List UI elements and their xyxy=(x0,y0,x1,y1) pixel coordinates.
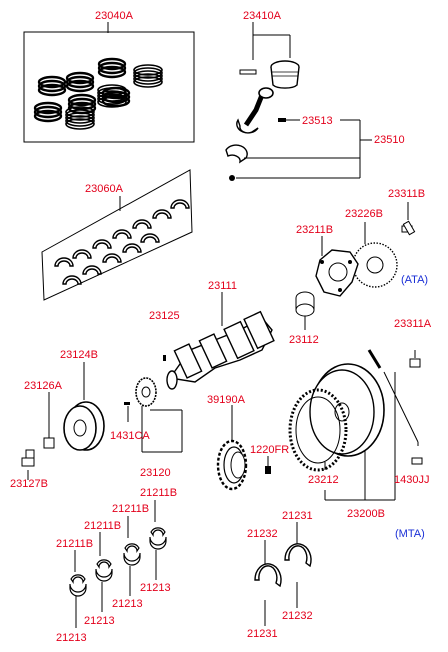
thrust-washers-group xyxy=(254,522,312,626)
callout-23200B[interactable]: 23200B xyxy=(347,508,385,520)
callout-23211B[interactable]: 23211B xyxy=(296,224,334,236)
callout-23212[interactable]: 23212 xyxy=(308,474,339,486)
callout-21211B-4[interactable]: 21211B xyxy=(140,487,178,499)
callout-23226B[interactable]: 23226B xyxy=(345,208,383,220)
thrust-bearings-group xyxy=(69,500,167,628)
callout-23112[interactable]: 23112 xyxy=(289,334,319,346)
callout-23060A[interactable]: 23060A xyxy=(85,183,123,195)
callout-23124B[interactable]: 23124B xyxy=(60,349,98,361)
callout-21213-3[interactable]: 21213 xyxy=(112,598,143,610)
callout-23111[interactable]: 23111 xyxy=(208,280,237,292)
callout-23513[interactable]: 23513 xyxy=(302,115,333,127)
flywheel-group xyxy=(288,349,423,501)
callout-21232-top[interactable]: 21232 xyxy=(247,528,278,540)
callout-23040A[interactable]: 23040A xyxy=(95,10,133,22)
damper-pulley-group xyxy=(21,362,105,480)
callout-21213-1[interactable]: 21213 xyxy=(56,632,87,644)
callout-23311A[interactable]: 23311A xyxy=(394,318,432,330)
callout-21213-2[interactable]: 21213 xyxy=(84,615,115,627)
piston-and-rod-group xyxy=(225,22,372,181)
callout-23410A[interactable]: 23410A xyxy=(243,10,281,22)
callout-39190A[interactable]: 39190A xyxy=(207,394,245,406)
piston-ring-set-group xyxy=(23,22,195,143)
callout-21231-bottom[interactable]: 21231 xyxy=(247,628,278,640)
callout-21211B-1[interactable]: 21211B xyxy=(56,538,94,550)
sensor-wheel-group xyxy=(216,405,271,491)
callout-23120[interactable]: 23120 xyxy=(140,467,171,479)
ata-note: (ATA) xyxy=(401,274,429,286)
callout-21211B-3[interactable]: 21211B xyxy=(112,503,150,515)
callout-1220FR[interactable]: 1220FR xyxy=(250,444,290,456)
callout-21232-bottom[interactable]: 21232 xyxy=(282,610,313,622)
callout-1431CA[interactable]: 1431CA xyxy=(110,430,150,442)
crank-sprocket-group xyxy=(124,377,183,453)
crankshaft-group xyxy=(163,292,275,390)
callout-1430JJ[interactable]: 1430JJ xyxy=(394,474,430,486)
callout-23125[interactable]: 23125 xyxy=(149,310,180,322)
callout-23127B[interactable]: 23127B xyxy=(10,478,48,490)
flexplate-group xyxy=(295,202,416,330)
callout-21211B-2[interactable]: 21211B xyxy=(84,520,122,532)
callout-21231-top[interactable]: 21231 xyxy=(282,510,313,522)
main-bearing-set-group xyxy=(41,169,193,301)
callout-23510[interactable]: 23510 xyxy=(374,134,405,146)
callout-23311B[interactable]: 23311B xyxy=(388,188,426,200)
callout-21213-4[interactable]: 21213 xyxy=(140,582,171,594)
mta-note: (MTA) xyxy=(395,528,425,540)
callout-23126A[interactable]: 23126A xyxy=(24,380,62,392)
